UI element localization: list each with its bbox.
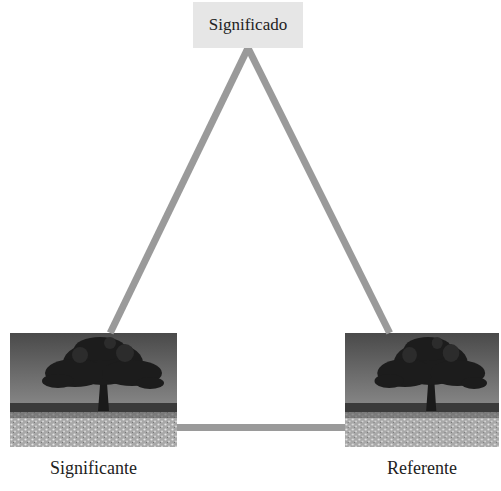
image-node: Significante	[10, 333, 177, 447]
image-caption: Significante	[50, 458, 137, 479]
triangle-side	[248, 48, 390, 333]
concept-label: Significado	[209, 15, 287, 35]
concept-box: Significado	[193, 2, 303, 48]
image-caption: Referente	[387, 458, 457, 479]
triangle-side	[177, 424, 345, 431]
image-node: Referente	[345, 333, 499, 447]
triangle-side	[110, 48, 248, 333]
